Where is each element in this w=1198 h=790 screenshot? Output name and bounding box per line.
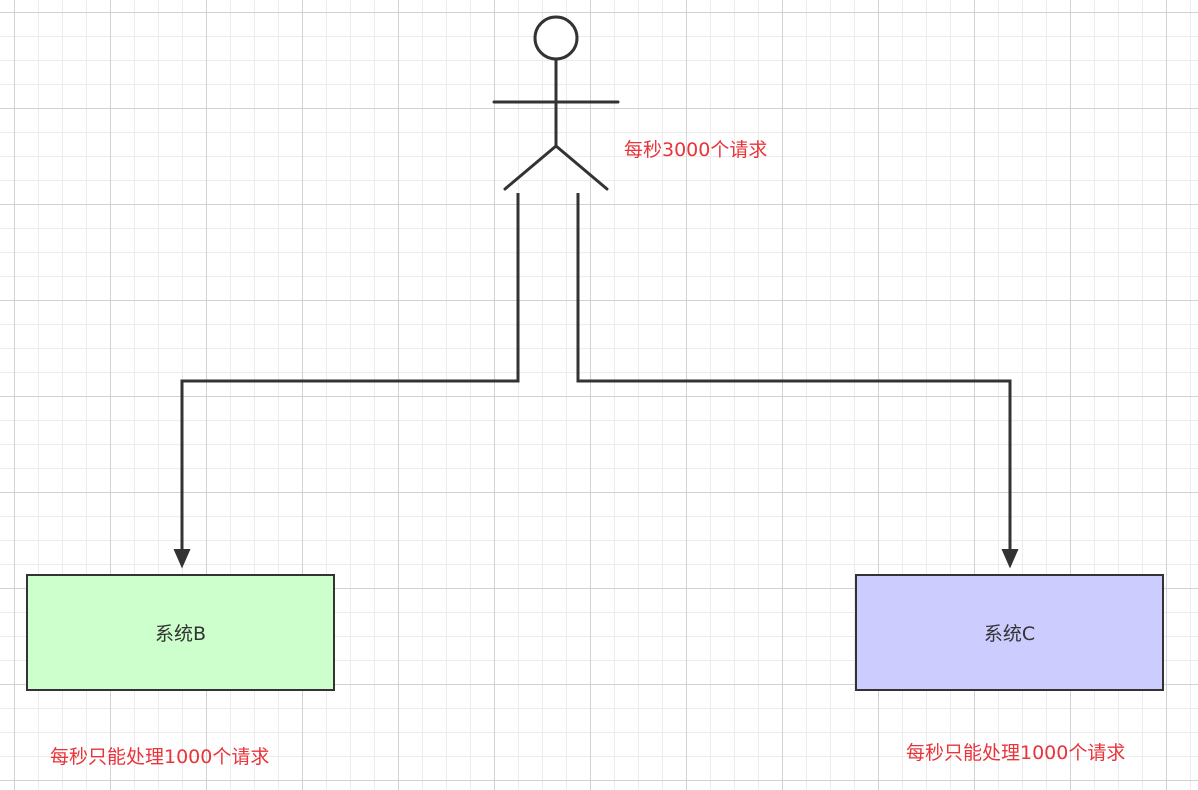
actor-annotation: 每秒3000个请求	[624, 139, 768, 161]
system-c-label: 系统C	[983, 623, 1036, 645]
actor-right-leg	[554, 144, 609, 191]
system-b-label: 系统B	[154, 623, 207, 645]
arrowhead-system-c	[1001, 549, 1019, 569]
edge-to-system-b	[180, 193, 520, 556]
system-c-box[interactable]: 系统C	[855, 574, 1164, 691]
actor-figure	[492, 15, 620, 191]
arrowhead-system-b	[173, 549, 191, 569]
system-c-note: 每秒只能处理1000个请求	[906, 742, 1126, 764]
actor-left-leg	[503, 144, 558, 191]
system-b-box[interactable]: 系统B	[26, 574, 335, 691]
actor-head	[533, 15, 579, 61]
edge-to-system-c	[576, 193, 1012, 556]
system-b-note: 每秒只能处理1000个请求	[50, 746, 270, 768]
